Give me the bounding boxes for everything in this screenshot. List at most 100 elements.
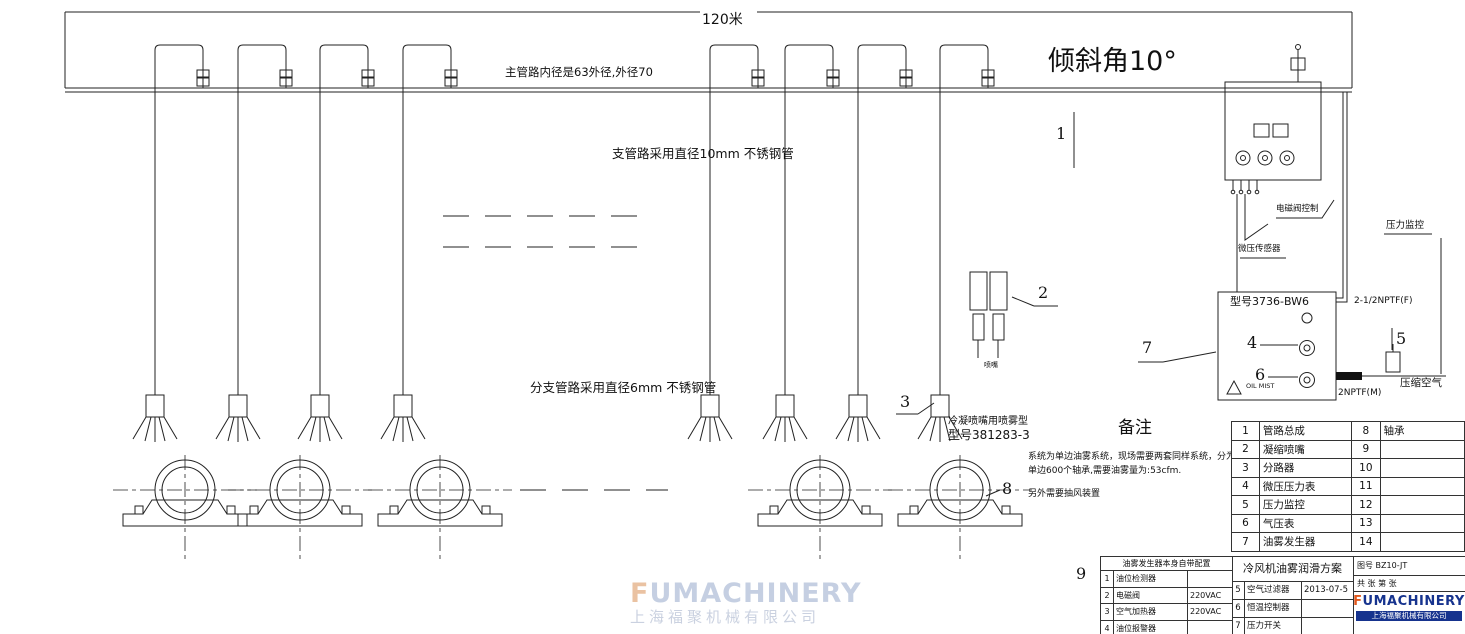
table-row: 5 空气过滤器 2013-07-5 bbox=[1232, 582, 1353, 600]
tilt-angle-label: 倾斜角10° bbox=[1048, 46, 1177, 77]
callout-4: 4 bbox=[1247, 333, 1258, 352]
callout-1: 1 bbox=[1056, 124, 1067, 143]
part-name: 气压表 bbox=[1258, 513, 1353, 533]
centerlines bbox=[113, 455, 1032, 562]
nozzle-type-line1: 冷凝喷嘴用喷雾型 bbox=[948, 416, 1028, 427]
watermark-company: 上海福聚机械有限公司 bbox=[630, 608, 821, 626]
part-name bbox=[1379, 532, 1465, 552]
row-no: 5 bbox=[1232, 582, 1245, 599]
part-no: 1 bbox=[1231, 421, 1260, 441]
solenoid-control-label: 电磁阀控制 bbox=[1276, 204, 1319, 214]
part-no: 10 bbox=[1351, 458, 1381, 478]
outlet-fitting-label: 2-1/2NPTF(F) bbox=[1354, 296, 1413, 306]
part-no: 11 bbox=[1351, 476, 1381, 496]
row-name: 油位报警器 bbox=[1114, 620, 1188, 634]
pressure-monitor-leader bbox=[1384, 233, 1442, 374]
callout-8: 8 bbox=[1002, 479, 1013, 498]
title-block-middle: 冷风机油雾润滑方案 5 空气过滤器 2013-07-5 6 恒温控制器 7 压力… bbox=[1232, 557, 1354, 634]
sub-branch-pipe-note: 分支管路采用直径6mm 不锈钢管 bbox=[530, 380, 717, 395]
row-name: 空气加热器 bbox=[1114, 604, 1188, 620]
callout-7: 7 bbox=[1142, 338, 1153, 357]
table-row: 6 气压表 13 bbox=[1231, 513, 1465, 533]
air-fitting-label: 2NPTF(M) bbox=[1338, 388, 1382, 398]
table-row: 4 微压压力表 11 bbox=[1231, 476, 1465, 496]
remark-title: 备注 bbox=[1118, 418, 1152, 438]
watermark-brand-rest: UMACHINERY bbox=[649, 578, 862, 609]
sheet-info: 共 张 第 张 bbox=[1353, 576, 1465, 592]
part-no: 13 bbox=[1351, 513, 1381, 533]
break-dashes-upper bbox=[443, 215, 652, 248]
logo-brand-rest: UMACHINERY bbox=[1362, 594, 1465, 609]
row-no: 7 bbox=[1232, 618, 1245, 634]
row-name: 压力开关 bbox=[1245, 618, 1302, 634]
watermark-brand: FUMACHINERY bbox=[630, 580, 862, 607]
row-name: 恒温控制器 bbox=[1245, 600, 1302, 617]
watermark-f: F bbox=[630, 578, 650, 609]
table-row: 3 空气加热器 220VAC bbox=[1101, 604, 1232, 621]
part-name bbox=[1379, 513, 1465, 533]
part-no: 6 bbox=[1231, 513, 1260, 533]
watermark: FUMACHINERY 上海福聚机械有限公司 bbox=[630, 580, 862, 627]
generator-model-label: 型号3736-BW6 bbox=[1230, 295, 1309, 308]
part-name: 微压压力表 bbox=[1258, 476, 1353, 496]
row-no: 1 bbox=[1101, 571, 1114, 587]
part-no: 8 bbox=[1351, 421, 1381, 441]
drawing-number: 图号 BZ10-JT bbox=[1353, 557, 1465, 576]
control-wiring bbox=[1236, 194, 1335, 292]
title-block-right: 图号 BZ10-JT 共 张 第 张 FUMACHINERY 上海福聚机械有限公… bbox=[1353, 557, 1465, 634]
row-spec: 220VAC bbox=[1190, 590, 1222, 600]
oil-mist-generator bbox=[1217, 291, 1337, 401]
part-no: 14 bbox=[1351, 532, 1381, 552]
callout-2: 2 bbox=[1038, 283, 1049, 302]
remark-line3: 另外需要抽风装置 bbox=[1028, 489, 1101, 499]
main-pipe bbox=[65, 87, 1352, 93]
table-row: 1 油位检测器 bbox=[1101, 571, 1232, 588]
table-row: 5 压力监控 12 bbox=[1231, 495, 1465, 515]
row-extra bbox=[1302, 600, 1353, 617]
part-no: 12 bbox=[1351, 495, 1381, 515]
logo-brand: FUMACHINERY bbox=[1353, 595, 1465, 609]
table-row: 2 电磁阀 220VAC bbox=[1101, 587, 1232, 604]
logo-f: F bbox=[1353, 594, 1363, 609]
table-row: 6 恒温控制器 bbox=[1232, 600, 1353, 618]
part-no: 3 bbox=[1231, 458, 1260, 478]
part-name: 压力监控 bbox=[1258, 495, 1353, 515]
generator-riser bbox=[1336, 92, 1348, 303]
part-name: 凝缩喷嘴 bbox=[1258, 439, 1353, 459]
part-no: 4 bbox=[1231, 476, 1260, 496]
dimension-line bbox=[64, 11, 1353, 88]
part-name: 管路总成 bbox=[1258, 421, 1353, 441]
pressure-regulator bbox=[1385, 344, 1401, 373]
part-name: 轴承 bbox=[1379, 421, 1465, 441]
length-label: 120米 bbox=[702, 12, 743, 28]
compressed-air-label: 压缩空气 bbox=[1400, 377, 1442, 389]
part-name: 分路器 bbox=[1258, 458, 1353, 478]
part-name bbox=[1379, 476, 1465, 496]
row-no: 4 bbox=[1101, 620, 1114, 634]
config-table-header: 油雾发生器本身自带配置 bbox=[1101, 557, 1232, 571]
oil-mist-warning-label: OIL MIST bbox=[1246, 382, 1275, 390]
row-name: 油位检测器 bbox=[1114, 571, 1188, 587]
remark-line1: 系统为单边油雾系统，现场需要两套同样系统，分为左右两边， bbox=[1028, 452, 1281, 462]
part-name bbox=[1379, 495, 1465, 515]
table-row: 1 管路总成 8 轴承 bbox=[1231, 421, 1465, 441]
part-no: 2 bbox=[1231, 439, 1260, 459]
table-row: 3 分路器 10 bbox=[1231, 458, 1465, 478]
row-spec bbox=[1188, 621, 1232, 634]
nozzle-small-label: 喷嘴 bbox=[984, 361, 998, 369]
parts-list-table: 1 管路总成 8 轴承 2 凝缩喷嘴 9 3 分路器 10 4 微压压力表 11 bbox=[1231, 421, 1465, 552]
sensor-label: 微压传感器 bbox=[1238, 244, 1281, 254]
table-row: 4 油位报警器 bbox=[1101, 620, 1232, 634]
main-pipe-note: 主管路内径是63外径,外径70 bbox=[505, 65, 653, 79]
table-row: 2 凝缩喷嘴 9 bbox=[1231, 439, 1465, 459]
nozzle-type-line2: 型号381283-3 bbox=[948, 428, 1030, 442]
callout-3: 3 bbox=[900, 392, 911, 411]
callout-5: 5 bbox=[1396, 329, 1407, 348]
table-row: 7 压力开关 bbox=[1232, 618, 1353, 634]
row-no: 2 bbox=[1101, 587, 1114, 603]
row-spec: 220VAC bbox=[1190, 607, 1222, 616]
row-spec bbox=[1188, 571, 1232, 587]
branch-pipe-note: 支管路采用直径10mm 不锈钢管 bbox=[612, 146, 794, 161]
